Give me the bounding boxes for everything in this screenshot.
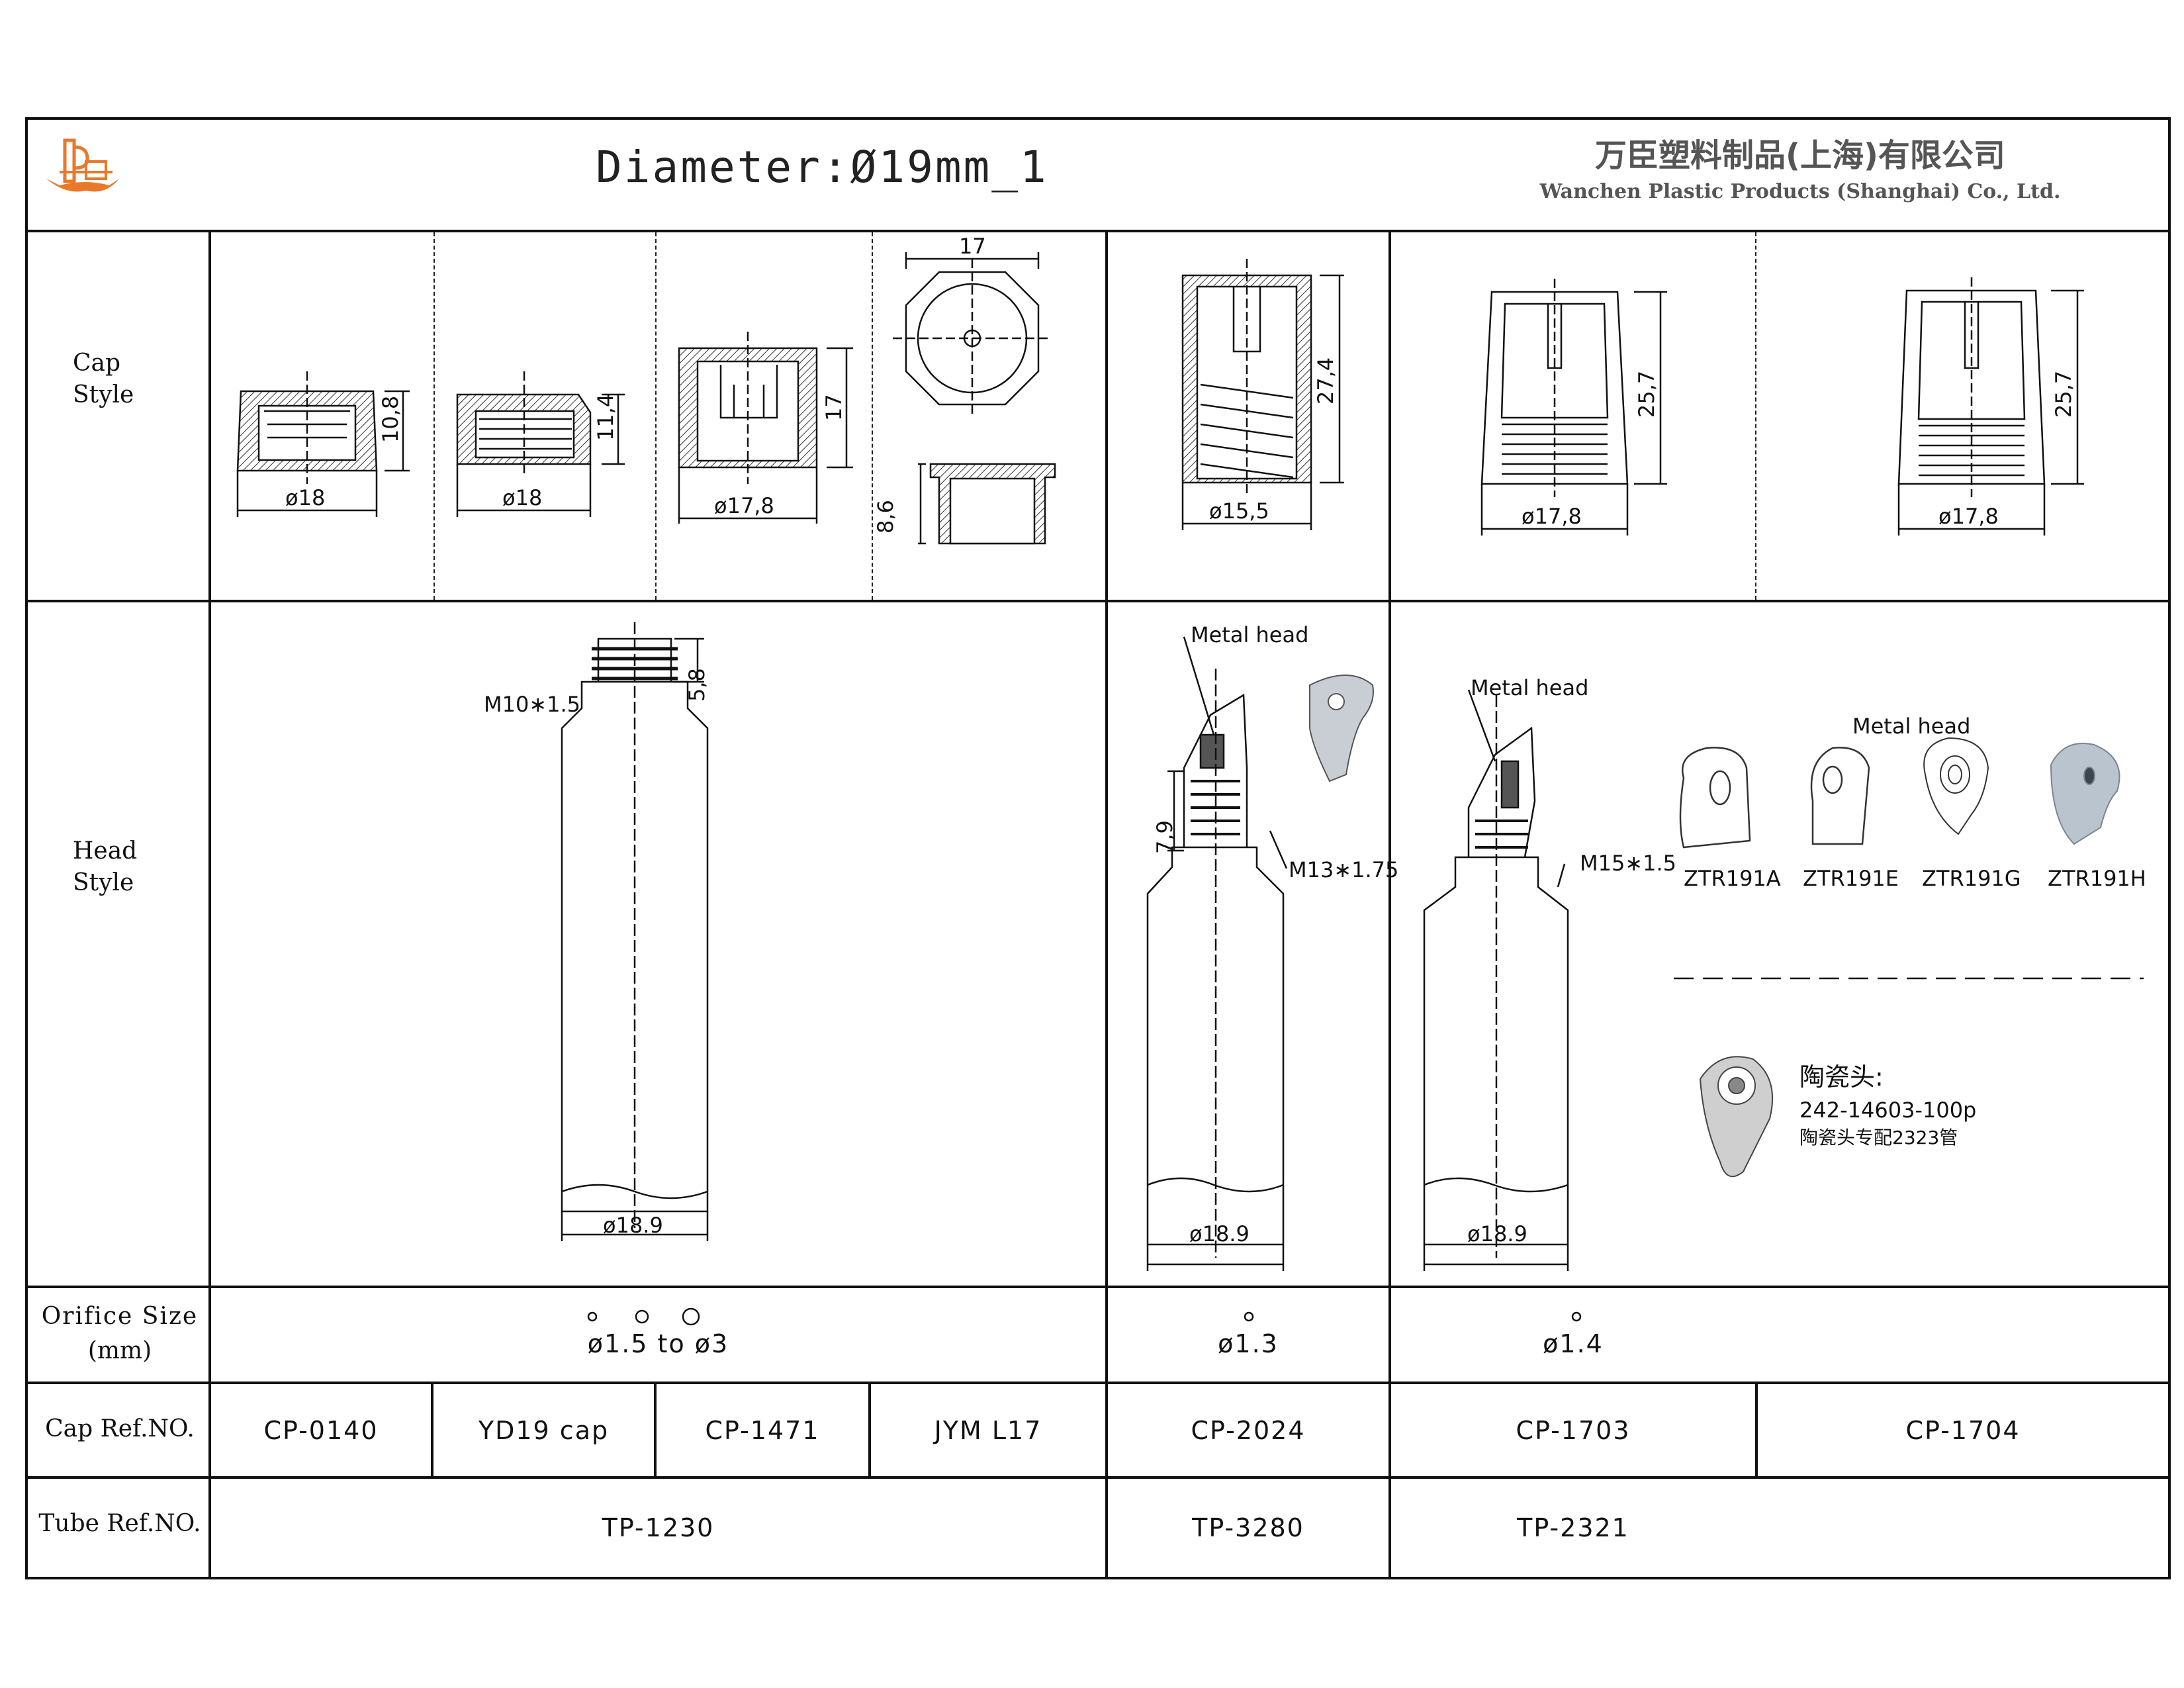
- orifice-group-2: ø1.3: [1218, 1329, 1279, 1358]
- orifice-circles: [587, 1307, 1582, 1326]
- c2-height: 11,4: [593, 394, 618, 441]
- cap-ref-6: CP-1703: [1516, 1415, 1631, 1445]
- dash-cap-1: [433, 232, 435, 600]
- cap-ref-2: YD19 cap: [478, 1415, 610, 1445]
- divider-h3: [25, 1286, 2171, 1288]
- divider-v-label: [208, 230, 211, 1579]
- variant-label-ztr191g: ZTR191G: [1922, 866, 2021, 891]
- c6-height: 25,7: [1634, 371, 1659, 418]
- divider-ref-4: [1755, 1382, 1758, 1476]
- label-orifice-size: Orifice Size: [41, 1303, 199, 1330]
- thread-label-2: M13∗1.75: [1289, 857, 1398, 882]
- cap-jym-l17-drawing: [893, 252, 1056, 545]
- label-cap-style: Cap Style: [73, 350, 134, 408]
- divider-v-g1: [1105, 230, 1108, 1579]
- tube-ref-3: TP-2321: [1517, 1513, 1629, 1542]
- cap-cp-2024-drawing: [1181, 259, 1344, 530]
- variant-label-ztr191h: ZTR191H: [2048, 866, 2146, 891]
- frame-bottom: [25, 1577, 2171, 1579]
- c6-diameter: ø17,8: [1522, 504, 1582, 529]
- cap-drawings: ø18 10,8 ø18 11,4 ø17,8 17 17 8,6 ø15,5 …: [236, 234, 2084, 545]
- tube-ref-1: TP-1230: [602, 1513, 715, 1542]
- thread-label-3: M15∗1.5: [1580, 851, 1676, 876]
- tube2-diameter: ø18.9: [1189, 1221, 1250, 1246]
- divider-ref-2: [654, 1382, 657, 1476]
- c4-height: 8,6: [873, 500, 898, 534]
- tube-tp-2321-drawing: [1423, 689, 1569, 1271]
- divider-h4: [25, 1382, 2171, 1384]
- tube-ref-2: TP-3280: [1192, 1513, 1304, 1542]
- cap-yd19-drawing: [456, 371, 625, 517]
- label-head-style: Head Style: [73, 837, 138, 896]
- tube-tp-3280-drawing: [1146, 636, 1288, 1271]
- tube3-diameter: ø18.9: [1467, 1221, 1527, 1246]
- label-orifice-unit: (mm): [87, 1337, 152, 1364]
- dash-cap-4: [1755, 232, 1756, 600]
- orifice-group-3: ø1.4: [1543, 1329, 1604, 1358]
- ceramic-code: 242-14603-100p: [1799, 1098, 1976, 1123]
- metal-head-group-label: Metal head: [1852, 714, 1970, 739]
- orifice-group-1: ø1.5 to ø3: [587, 1329, 729, 1358]
- metal-head-render-1: [1309, 675, 1374, 782]
- c3-height: 17: [821, 394, 846, 421]
- ceramic-head-render: [1699, 1056, 1774, 1178]
- cap-ref-7: CP-1704: [1905, 1415, 2021, 1445]
- c7-height: 25,7: [2051, 371, 2076, 418]
- thread-label-1: M10∗1.5: [484, 692, 580, 717]
- c1-diameter: ø18: [285, 485, 325, 510]
- company-name-en: Wanchen Plastic Products (Shanghai) Co.,…: [1539, 180, 2061, 203]
- frame-left: [25, 117, 28, 1579]
- neck-height-2: 7,9: [1152, 820, 1177, 854]
- neck-height-1: 5,8: [684, 668, 709, 702]
- variant-ztr191a-render: [1679, 747, 1751, 849]
- metal-head-label-2: Metal head: [1471, 675, 1588, 700]
- frame-top: [25, 117, 2171, 120]
- variant-ztr191g-render: [1923, 737, 1989, 835]
- cap-ref-3: CP-1471: [705, 1415, 820, 1445]
- divider-h2: [25, 600, 2171, 602]
- dash-cap-2: [655, 232, 657, 600]
- c3-diameter: ø17,8: [714, 493, 774, 518]
- metal-head-label-1: Metal head: [1191, 622, 1308, 647]
- c7-diameter: ø17,8: [1938, 504, 1999, 529]
- page-title: Diameter:Ø19mm_1: [596, 142, 1048, 193]
- ceramic-note: 陶瓷头专配2323管: [1799, 1127, 1958, 1149]
- divider-ref-3: [868, 1382, 871, 1476]
- cap-ref-5: CP-2024: [1191, 1415, 1306, 1445]
- cap-ref-1: CP-0140: [263, 1415, 379, 1445]
- c5-height: 27,4: [1313, 357, 1338, 404]
- head-drawings: M10∗1.5 5,8 ø18.9 Metal head M13∗1.75 7,…: [484, 622, 2146, 1271]
- company-logo: [40, 132, 126, 205]
- ceramic-title: 陶瓷头:: [1799, 1062, 1884, 1092]
- company-name-cn: 万臣塑料制品(上海)有限公司: [1595, 137, 2005, 174]
- variant-label-ztr191a: ZTR191A: [1684, 866, 1781, 891]
- cap-cp-1471-drawing: [678, 332, 853, 524]
- variant-ztr191e-render: [1810, 747, 1870, 845]
- variant-label-ztr191e: ZTR191E: [1803, 866, 1899, 891]
- divider-ref-1: [431, 1382, 433, 1476]
- dash-cap-3: [872, 232, 873, 600]
- c4-width: 17: [959, 234, 986, 259]
- cap-cp-1703-drawing: [1480, 279, 1667, 536]
- label-tube-ref: Tube Ref.NO.: [38, 1510, 201, 1537]
- c5-diameter: ø15,5: [1209, 498, 1269, 524]
- divider-h1: [25, 230, 2171, 232]
- cap-cp-0140-drawing: [236, 371, 410, 517]
- variant-ztr191h-render: [2050, 743, 2120, 845]
- cap-ref-4: JYM L17: [934, 1415, 1042, 1445]
- cap-cp-1704-drawing: [1897, 277, 2084, 536]
- c1-height: 10,8: [378, 396, 403, 443]
- tube1-diameter: ø18.9: [603, 1213, 663, 1238]
- divider-v-g2: [1388, 230, 1391, 1579]
- frame-right: [2168, 117, 2171, 1579]
- label-cap-ref: Cap Ref.NO.: [45, 1415, 195, 1442]
- tube-tp-1230-drawing: [561, 622, 709, 1241]
- c2-diameter: ø18: [502, 485, 542, 510]
- divider-h5: [25, 1476, 2171, 1479]
